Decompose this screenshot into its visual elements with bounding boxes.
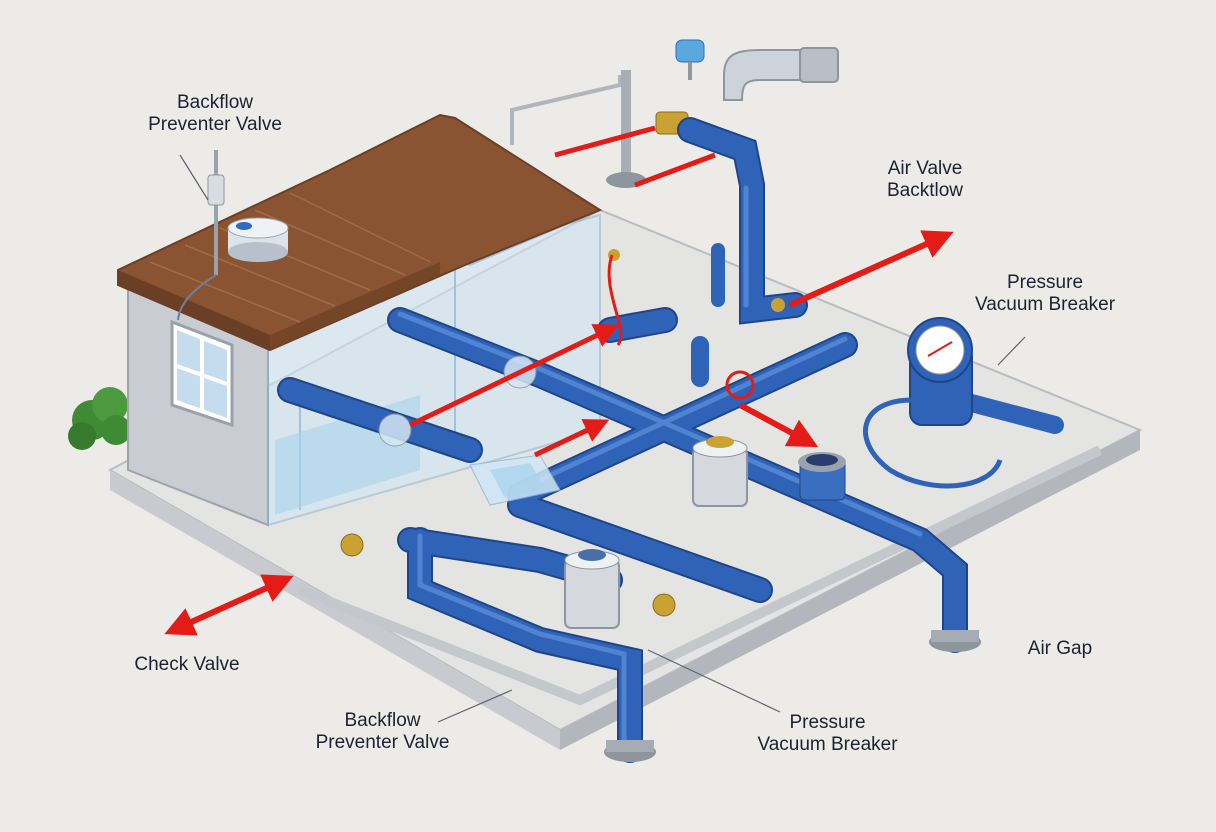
shrub bbox=[68, 387, 131, 450]
flow-arrow-top-1 bbox=[554, 125, 656, 158]
flow-arrow-check-valve bbox=[164, 574, 294, 636]
gray-valve-center bbox=[692, 436, 748, 507]
pressure-gauge-right bbox=[862, 317, 1003, 489]
gray-valve-lower bbox=[564, 549, 620, 629]
label-check-valve: Check Valve bbox=[134, 654, 240, 675]
label-air-gap: Air Gap bbox=[1027, 638, 1093, 659]
label-pressure-vacuum-breaker-bottom: Pressure Vacuum Breaker bbox=[757, 712, 898, 755]
pressure-vacuum-breaker-lower bbox=[798, 452, 846, 501]
water-splash bbox=[469, 454, 561, 506]
red-wire bbox=[607, 254, 623, 346]
house-window bbox=[170, 319, 234, 428]
brass-fittings bbox=[340, 249, 785, 617]
label-air-valve-backflow: Air Valve Backtlow bbox=[886, 158, 964, 201]
flow-arrow-small bbox=[533, 419, 610, 458]
label-pressure-vacuum-breaker-right: Pressure Vacuum Breaker bbox=[974, 272, 1116, 315]
pipe-network bbox=[277, 117, 1064, 763]
flow-arrows bbox=[164, 125, 954, 636]
label-backflow-preventer-top: Backflow Preventer Valve bbox=[148, 92, 282, 135]
leader-lines bbox=[179, 154, 1026, 723]
rooftop-backflow-valve bbox=[177, 150, 289, 321]
flow-arrow-top-2 bbox=[634, 152, 716, 188]
top-faucet-assembly bbox=[510, 39, 839, 188]
flow-arrow-diagonal bbox=[408, 324, 620, 428]
house bbox=[117, 113, 603, 527]
flow-arrow-down-right bbox=[738, 402, 819, 448]
label-backflow-preventer-bottom: Backflow Preventer Valve bbox=[315, 710, 450, 753]
flow-arrow-air-valve bbox=[788, 230, 954, 308]
transparent-valves bbox=[378, 355, 755, 447]
pipe-end-caps bbox=[604, 630, 981, 762]
